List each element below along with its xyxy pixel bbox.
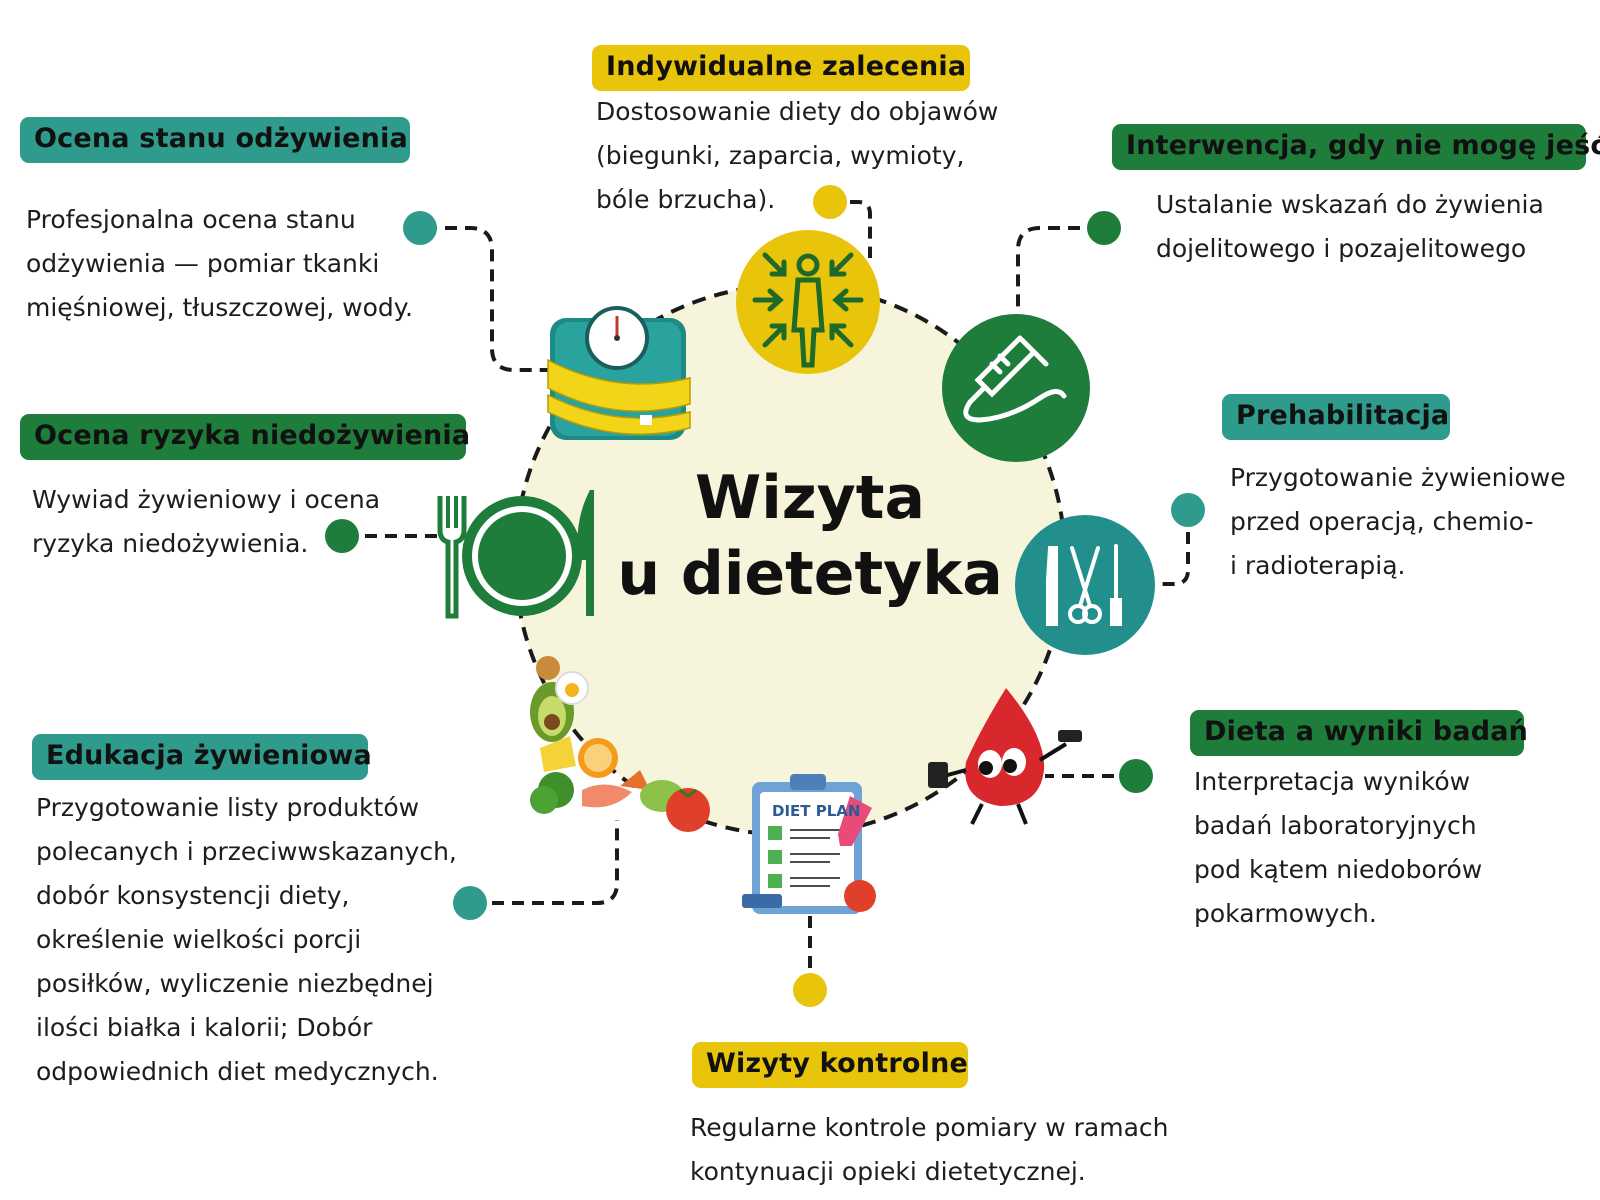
diet-plan-clipboard-icon xyxy=(742,774,876,914)
syringe-tube-icon xyxy=(942,314,1090,462)
healthy-food-icon xyxy=(530,656,710,832)
center-title-line1: Wizyta xyxy=(695,463,925,533)
edukacja-description: Przygotowanie listy produktów polecanych… xyxy=(36,793,457,1086)
surgical-tools-icon xyxy=(1015,515,1155,655)
prehabilitacja-description: Przygotowanie żywieniowe przed operacją,… xyxy=(1230,463,1566,580)
dot-indywidualne xyxy=(813,185,847,219)
dot-ocena-ryzyka xyxy=(325,519,359,553)
blood-drop-mascot-icon xyxy=(928,688,1082,825)
dot-dieta-wyniki xyxy=(1119,759,1153,793)
diet-plan-label: DIET PLAN xyxy=(772,802,860,820)
dot-interwencja xyxy=(1087,211,1121,245)
dot-prehabilitacja xyxy=(1171,493,1205,527)
edukacja-title: Edukacja żywieniowa xyxy=(32,734,372,780)
center-title-line2: u dietetyka xyxy=(617,539,1003,609)
dot-edukacja xyxy=(453,886,487,920)
wizyty-title: Wizyty kontrolne xyxy=(692,1042,968,1088)
connector-prehabilitacja xyxy=(1155,512,1190,586)
ocena-ryzyka-title: Ocena ryzyka niedożywienia xyxy=(20,414,470,460)
interwencja-title: Interwencja, gdy nie mogę jeść xyxy=(1112,124,1600,170)
connector-interwencja xyxy=(1016,226,1100,320)
dieta-wyniki-description: Interpretacja wyników badań laboratoryjn… xyxy=(1194,767,1483,928)
connector-ocena-stanu xyxy=(425,226,560,372)
center-title: Wizyta u dietetyka xyxy=(590,460,1030,612)
ocena-ryzyka-description: Wywiad żywieniowy i ocena ryzyka niedoży… xyxy=(32,485,381,558)
connector-indywidualne xyxy=(830,200,872,258)
person-focus-icon xyxy=(736,230,880,374)
prehabilitacja-title: Prehabilitacja xyxy=(1222,394,1450,440)
dieta-wyniki-title: Dieta a wyniki badań xyxy=(1190,710,1528,756)
bathroom-scale-icon xyxy=(547,306,691,440)
wizyty-description: Regularne kontrole pomiary w ramach kont… xyxy=(690,1113,1169,1186)
plate-cutlery-icon xyxy=(437,490,594,619)
connector-edukacja xyxy=(472,820,619,905)
ocena-stanu-description: Profesjonalna ocena stanu odżywienia — p… xyxy=(26,205,413,322)
interwencja-description: Ustalanie wskazań do żywienia dojelitowe… xyxy=(1156,190,1544,263)
indywidualne-description: Dostosowanie diety do objawów (biegunki,… xyxy=(596,97,999,214)
dot-wizyty xyxy=(793,973,827,1007)
indywidualne-title: Indywidualne zalecenia xyxy=(592,45,970,91)
dot-ocena-stanu xyxy=(403,211,437,245)
ocena-stanu-title: Ocena stanu odżywienia xyxy=(20,117,410,163)
